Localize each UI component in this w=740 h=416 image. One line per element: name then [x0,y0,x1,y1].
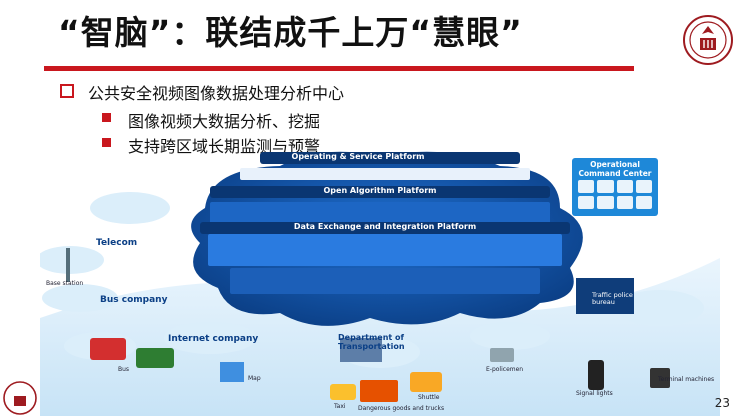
truck-icon [360,380,398,402]
open-algorithm-platform-label: Open Algorithm Platform [323,186,437,195]
operating-service-platform-label: Operating & Service Platform [291,152,425,161]
operating-service-platform-band [260,152,520,164]
telecom-label: Telecom [96,238,138,248]
page-number: 23 [714,396,730,410]
command-center-icon-grid [578,180,652,209]
command-center-cell [578,180,595,193]
data-exchange-platform-cells [208,234,562,266]
base-station-icon [66,248,70,282]
title-underline [44,66,634,71]
cloud-bubble [90,192,170,224]
signal-lights-label: Signal lights [576,390,613,397]
building-icon [340,338,382,362]
cloud-bubble [42,284,118,312]
base-station-label: Base station [46,280,84,287]
internet-company-label: Internet company [168,334,259,344]
operational-command-center-title: Operational Command Center [578,160,652,178]
bullet-square-outline-icon [60,84,74,98]
traffic-police-bureau-icon [576,278,634,314]
bus-company-label: Bus company [100,295,168,305]
command-center-cell [635,196,652,209]
dangerous-goods-label: Dangerous goods and trucks [358,405,445,412]
operating-service-platform-cells [240,168,530,180]
department-of-transportation-label: Department of Transportation [338,333,405,351]
bus-icon [90,338,126,360]
command-center-cell [597,196,614,209]
bullet-main: 公共安全视频图像数据处理分析中心 [88,84,345,103]
bus-label: Bus [118,366,130,373]
e-policemen-icon [490,348,514,362]
data-exchange-platform-label: Data Exchange and Integration Platform [293,222,477,231]
slide-title: “智脑”：联结成千上万“慧眼” [58,13,523,52]
open-algorithm-platform-band [210,186,550,198]
university-seal-small-icon [3,381,37,415]
bullet-square-icon [102,113,111,122]
data-source-cells [230,268,540,294]
cloud-bubble [470,322,550,350]
shuttle-icon [410,372,442,392]
command-center-cell [635,180,652,193]
bullet-sub-2: 支持跨区域长期监测与预警 [128,137,321,156]
data-exchange-platform-band [200,222,570,234]
command-center-cell [597,180,614,193]
command-center-cell [616,196,633,209]
bullet-square-icon [102,138,111,147]
taxi-label: Taxi [334,403,346,410]
terminal-machine-icon [650,368,670,388]
bullet-sub-1: 图像视频大数据分析、挖掘 [128,112,321,131]
map-card [220,362,244,382]
cloud-bubble [164,322,256,354]
map-label: Map [248,375,261,382]
cloud-bubble [40,246,104,274]
cloud-bubble [616,290,704,326]
smart-brain-diagram [40,151,720,416]
command-center-cell [616,180,633,193]
train-icon [136,348,174,368]
e-policemen-label: E-policemen [486,366,524,373]
open-algorithm-platform-cells [210,202,550,224]
signal-lights-icon [588,360,604,390]
taxi-icon [330,384,356,400]
shuttle-label: Shuttle [418,394,440,401]
university-seal-icon [683,15,733,65]
traffic-police-bureau-label: Traffic police bureau [592,291,633,306]
command-center-cell [578,196,595,209]
terminal-machines-label: Terminal machines [658,376,715,383]
